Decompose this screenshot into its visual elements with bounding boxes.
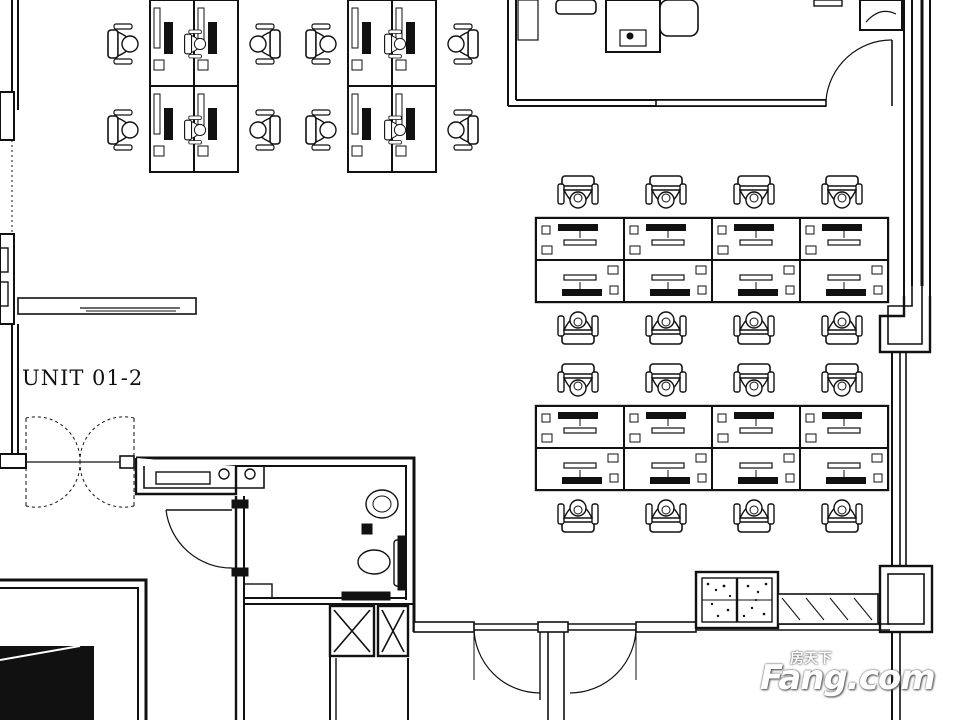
double-door <box>25 416 135 508</box>
cubicle-pod-group-2 <box>305 0 479 173</box>
workstation-cluster-2 <box>534 363 890 533</box>
watermark-cn-text: 房天下 <box>790 651 832 667</box>
storage-cabinet <box>694 570 879 630</box>
office-room <box>507 0 903 107</box>
watermark-main-text: Fang.com <box>760 658 936 698</box>
unit-label: UNIT 01-2 <box>22 366 144 390</box>
washroom-block <box>134 456 416 720</box>
partition-shelf <box>17 297 197 315</box>
workstation-cluster-1 <box>534 175 890 345</box>
fang-watermark-logo: 房天下 Fang.com <box>760 648 950 708</box>
right-wall <box>878 0 934 720</box>
left-wall <box>0 0 27 469</box>
core-structure <box>0 578 148 720</box>
cubicle-pod-group-1 <box>107 0 281 173</box>
